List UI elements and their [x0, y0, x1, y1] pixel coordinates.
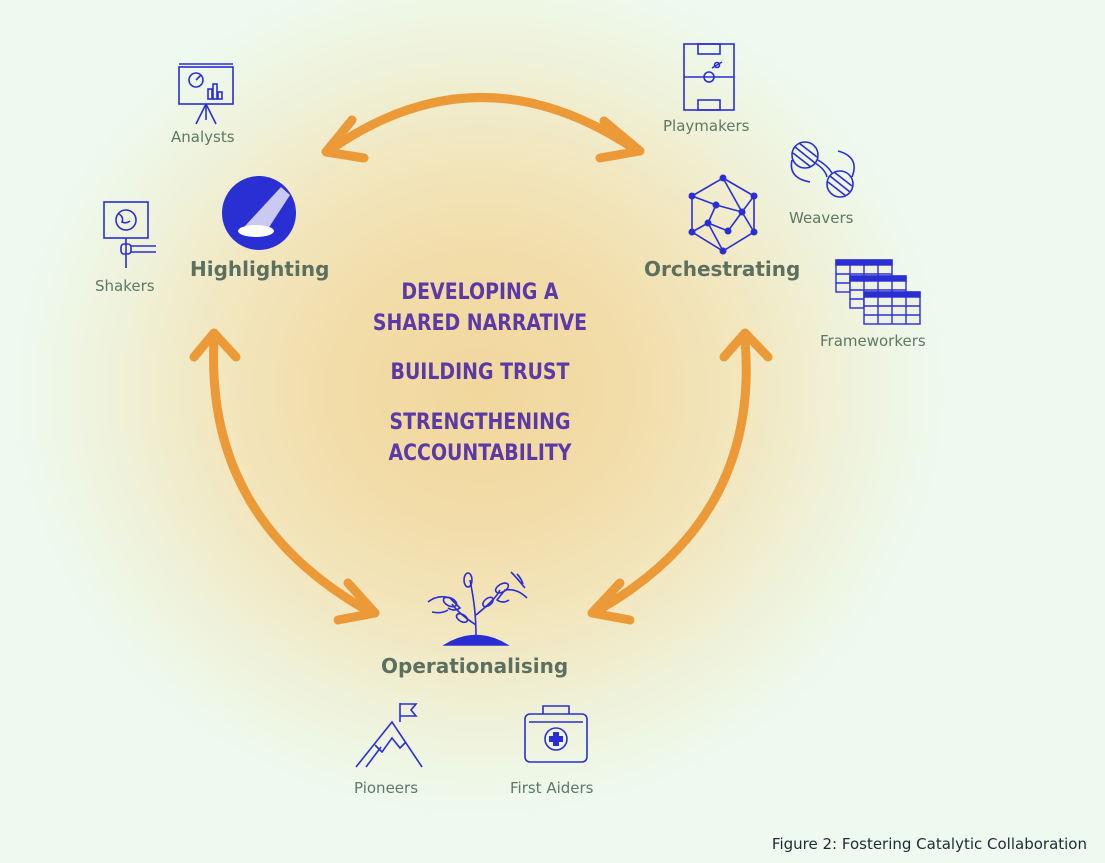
figure-caption: Figure 2: Fostering Catalytic Collaborat… [771, 835, 1087, 853]
role-label-pioneers: Pioneers [354, 779, 419, 797]
role-label-first-aiders: First Aiders [510, 779, 594, 797]
pitch-icon [683, 43, 735, 111]
role-label-analysts: Analysts [171, 128, 235, 146]
network-icon [688, 174, 758, 255]
cycle-arrows [189, 93, 773, 625]
arrow-left [209, 335, 375, 617]
arrow-right [590, 335, 751, 617]
hub-label-orchestrating: Orchestrating [644, 257, 801, 281]
center-line-1: DEVELOPING A [401, 280, 559, 305]
center-phrase-accountability: STRENGTHENING ACCOUNTABILITY [351, 407, 609, 469]
role-label-shakers: Shakers [95, 277, 155, 295]
center-line-3: BUILDING TRUST [390, 360, 570, 385]
stacked-tables-icon [835, 259, 921, 325]
plant-hands-icon [427, 571, 528, 646]
center-line-4: STRENGTHENING [389, 410, 571, 435]
easel-chart-icon [178, 63, 234, 125]
hub-label-operationalising: Operationalising [381, 654, 569, 678]
spotlight-icon [222, 176, 296, 250]
center-line-2: SHARED NARRATIVE [372, 311, 588, 336]
center-line-5: ACCOUNTABILITY [388, 441, 572, 466]
arrow-top [325, 93, 641, 155]
hub-label-highlighting: Highlighting [190, 257, 330, 281]
first-aid-kit-icon [524, 705, 588, 763]
center-phrase-trust: BUILDING TRUST [351, 357, 609, 388]
mountain-flag-icon [355, 703, 423, 768]
globe-sign-icon [103, 201, 156, 268]
role-label-weavers: Weavers [789, 209, 854, 227]
yarn-balls-icon [790, 141, 855, 198]
role-label-playmakers: Playmakers [663, 117, 750, 135]
role-label-frameworkers: Frameworkers [820, 332, 926, 350]
center-phrase-narrative: DEVELOPING A SHARED NARRATIVE [351, 277, 609, 339]
